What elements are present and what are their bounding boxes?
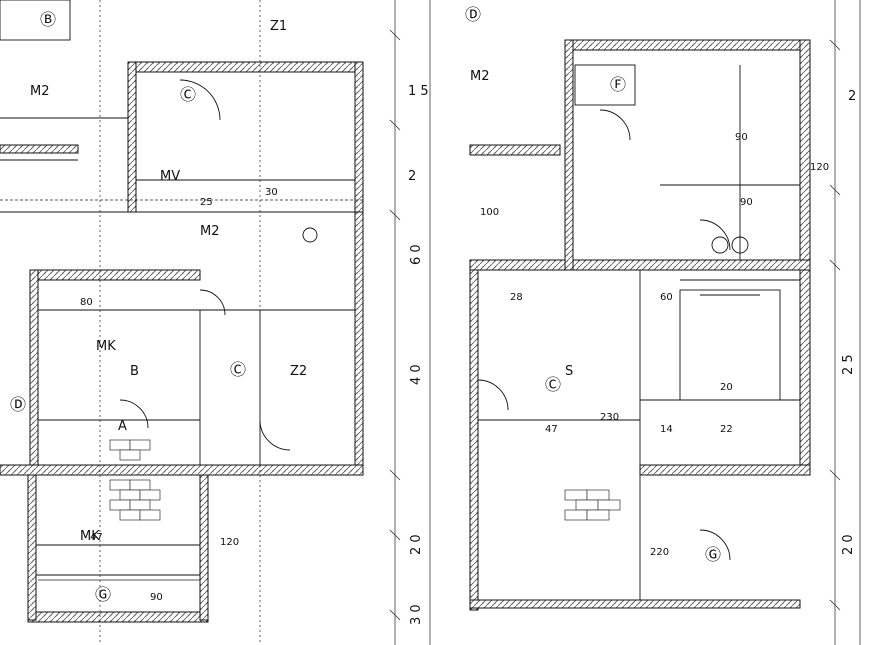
left-block: Ⓑ Ⓒ Ⓓ Ⓒ Ⓖ M2 M2 MK MK MV B A Z2 Z1 80 47… (0, 0, 364, 645)
left-horizontal-wall (0, 144, 79, 154)
dim-3-0: 3 0 (409, 604, 424, 625)
dim-14: 14 (660, 424, 673, 435)
room-code-right-top: Ⓕ (610, 75, 626, 94)
dim-right-2-0: 2 0 (841, 534, 856, 555)
dim-2: 2 (408, 169, 416, 184)
dim-25: 25 (200, 197, 213, 208)
label-b-zone: B (130, 364, 139, 379)
room-code-center-left: Ⓓ (10, 395, 26, 414)
fixture-symbol (711, 236, 729, 254)
dim-4-0: 4 0 (409, 364, 424, 385)
room-code-center-mid: Ⓒ (230, 360, 246, 379)
dim-30: 30 (265, 187, 278, 198)
label-mk2: MK (80, 529, 100, 544)
right-outer-wall (799, 39, 811, 471)
dim-120: 120 (220, 537, 239, 548)
brick-pattern-left (109, 439, 161, 521)
bottom-left-wall (27, 474, 37, 621)
dim-2-0: 2 0 (409, 534, 424, 555)
dim-220: 220 (650, 547, 669, 558)
room-code-right-lower: Ⓖ (705, 545, 721, 564)
label-m2-c: M2 (470, 69, 490, 84)
dim-28: 28 (510, 292, 523, 303)
right-mid-wall (469, 259, 811, 271)
right-block: Ⓓ Ⓕ Ⓒ Ⓖ M2 S 28 47 14 22 90 90 20 100 23… (302, 5, 811, 611)
dim-right-120: 120 (810, 162, 829, 173)
mid-left-wall (29, 269, 39, 471)
dim-6-0: 6 0 (409, 244, 424, 265)
label-mk: MK (96, 339, 116, 354)
bottom-wall-hatched (27, 611, 209, 623)
dim-230: 230 (600, 412, 619, 423)
dim-47: 47 (90, 532, 103, 543)
top-left-room (0, 0, 71, 41)
label-m2-a: M2 (30, 84, 50, 99)
dim-20-right: 20 (720, 382, 733, 393)
right-inner-left-wall (469, 269, 479, 611)
upper-wall-hatched (127, 61, 364, 73)
fixture-symbol (302, 227, 318, 243)
room-code-right-upper: Ⓓ (465, 5, 481, 24)
brick-pattern-right (564, 489, 621, 521)
right-upper-mid-wall (564, 39, 574, 271)
dim-80: 80 (80, 297, 93, 308)
right-lower-wall (639, 464, 811, 476)
bottom-mid-wall (199, 474, 209, 621)
dim-right-2: 2 (848, 89, 856, 104)
room-code-bottom-left: Ⓖ (95, 585, 111, 604)
dim-right-2-5: 2 5 (841, 354, 856, 375)
dim-100: 100 (480, 207, 499, 218)
room-code-top-left: Ⓑ (40, 10, 56, 29)
fixture-symbol (731, 236, 749, 254)
center-dimension-column: 1 5 2 6 0 2 0 3 0 4 0 (389, 0, 431, 645)
dim-90-right: 90 (735, 132, 748, 143)
label-m2-b: M2 (200, 224, 220, 239)
upper-left-wall (127, 61, 137, 213)
dim-22: 22 (720, 424, 733, 435)
right-top-wall (569, 39, 811, 51)
room-code-right-center: Ⓒ (545, 375, 561, 394)
dim-1-5: 1 5 (408, 84, 429, 99)
label-mv: MV (160, 169, 180, 184)
room-code-upper-mid-left: Ⓒ (180, 85, 196, 104)
dim-47-right: 47 (545, 424, 558, 435)
dim-90: 90 (150, 592, 163, 603)
right-dimension-column: 2 2 5 2 0 120 (810, 0, 861, 645)
label-z1: Z1 (270, 19, 287, 34)
right-upper-left-wall (469, 144, 561, 156)
label-z2: Z2 (290, 364, 307, 379)
right-bottom-wall (469, 599, 801, 609)
dim-90-right-b: 90 (740, 197, 753, 208)
label-a-zone: A (118, 419, 127, 434)
dim-60: 60 (660, 292, 673, 303)
label-s-zone: S (565, 364, 573, 379)
mid-wall-hatched (29, 269, 201, 281)
center-right-wall (354, 211, 364, 473)
lower-wall-hatched (0, 464, 364, 476)
upper-right-wall (354, 61, 364, 213)
